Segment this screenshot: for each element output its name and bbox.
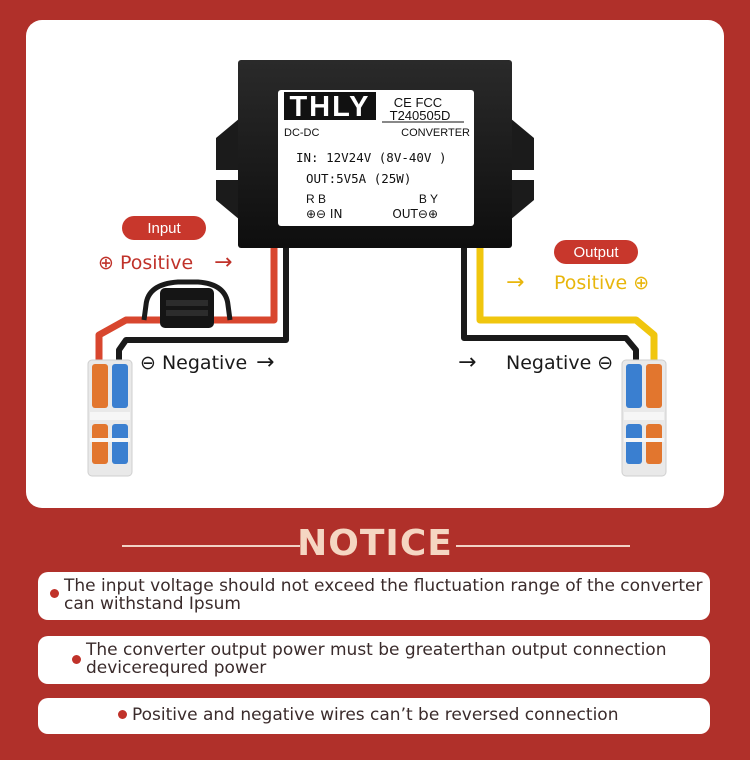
diagram-panel: THLY CE FCC T240505D DC-DC CONVERTER IN:…: [26, 20, 724, 508]
notice-item-2-line1: The converter output power must be great…: [86, 640, 667, 660]
out-pins-label: B Y: [419, 192, 438, 206]
model-label: T240505D: [390, 108, 451, 123]
notice-header: NOTICE: [0, 515, 750, 575]
bullet-dot-icon: [72, 655, 81, 664]
output-negative-label: Negative ⊖: [506, 352, 613, 374]
notice-item-3-line1: Positive and negative wires can’t be rev…: [132, 705, 619, 725]
input-badge-label: Input: [147, 220, 181, 237]
out-terminal-label: OUT⊖⊕: [392, 207, 438, 221]
in-terminal-label: ⊕⊖ IN: [306, 207, 342, 221]
input-badge: [122, 216, 206, 240]
notice-item-3: Positive and negative wires can’t be rev…: [38, 698, 710, 734]
brand-label: THLY: [289, 91, 370, 123]
output-negative-wire: [461, 248, 639, 370]
bullet-dot-icon: [50, 589, 59, 598]
notice-item-2: The converter output power must be great…: [38, 636, 710, 684]
output-positive-label: Positive ⊕: [554, 272, 649, 294]
notice-right-divider: [456, 545, 630, 547]
in-pins-label: R B: [306, 192, 326, 206]
output-lever-connector: [621, 359, 667, 477]
input-negative-wire: [116, 248, 289, 370]
cert-label: CE FCC: [394, 95, 442, 110]
output-positive-wire: [476, 248, 658, 370]
notice-item-1-line2: can withstand Ipsum: [64, 594, 241, 614]
input-lever-connector: [87, 359, 133, 477]
type-left-label: DC-DC: [284, 127, 319, 139]
bullet-dot-icon: [118, 710, 127, 719]
input-spec-label: IN: 12V24V (8V-40V ): [296, 150, 447, 165]
input-negative-label: ⊖ Negative: [140, 352, 247, 374]
output-badge: [554, 240, 638, 264]
notice-item-1: The input voltage should not exceed the …: [38, 572, 710, 620]
output-spec-label: OUT:5V5A (25W): [306, 171, 411, 186]
notice-item-2-line2: devicerequred power: [86, 658, 267, 678]
wiring-diagram: THLY CE FCC T240505D DC-DC CONVERTER IN:…: [87, 60, 667, 477]
fuse-holder: [141, 279, 233, 328]
notice-title: NOTICE: [297, 523, 453, 564]
output-positive-arrow-icon: →: [506, 270, 524, 295]
output-badge-label: Output: [573, 244, 619, 261]
input-positive-wire: [95, 248, 278, 370]
input-positive-label: ⊕ Positive: [98, 252, 193, 274]
output-negative-arrow-icon: →: [458, 350, 476, 375]
input-negative-arrow-icon: →: [256, 350, 274, 375]
input-positive-arrow-icon: →: [214, 250, 232, 275]
notice-item-1-line1: The input voltage should not exceed the …: [64, 576, 703, 596]
type-right-label: CONVERTER: [401, 127, 470, 139]
converter-box: [216, 60, 534, 248]
notice-left-divider: [122, 545, 300, 547]
